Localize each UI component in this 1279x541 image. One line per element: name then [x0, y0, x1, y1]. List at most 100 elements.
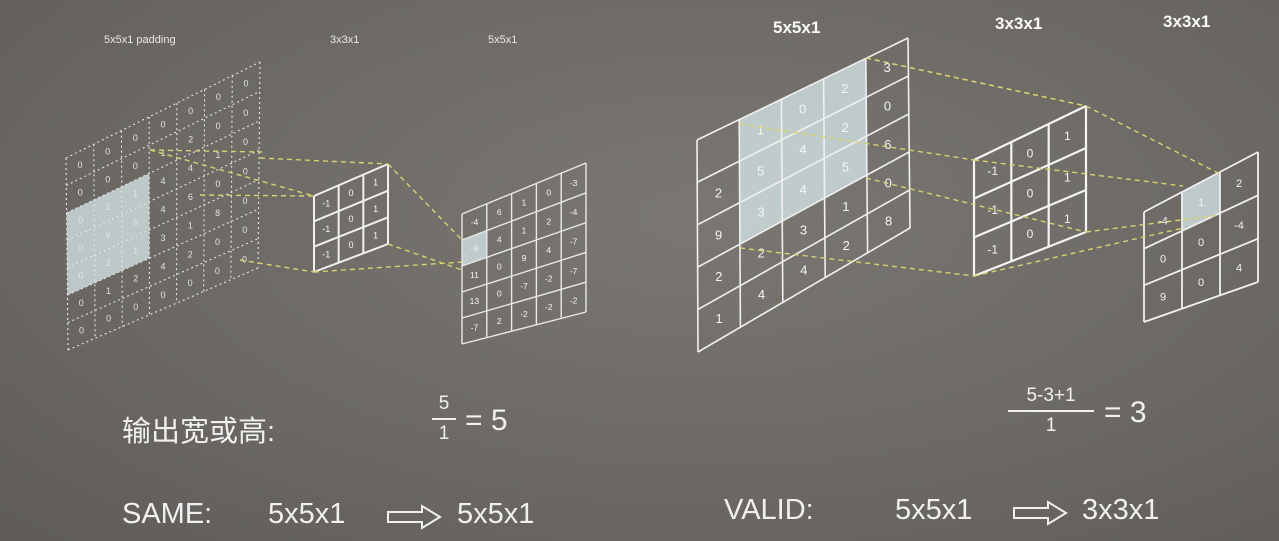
- same-output-cell-value: -4: [570, 207, 578, 217]
- valid-output-cell-value: 2: [1236, 178, 1242, 190]
- same-padded-cell-value: 0: [160, 290, 165, 300]
- same-kernel-grid-line: [313, 189, 389, 223]
- same-padded-cell-value: 0: [78, 188, 83, 198]
- valid-output-cell-value: -4: [1234, 220, 1244, 232]
- same-padded-cell-value: 0: [77, 160, 82, 170]
- same-padded-cell-value: 1: [106, 286, 111, 296]
- same-padded-cell-value: 1: [133, 189, 138, 199]
- same-padded-grid-line: [257, 61, 261, 269]
- valid-output-cell-value: 0: [1160, 254, 1166, 266]
- valid-kernel-cell-value: 1: [1064, 170, 1071, 184]
- valid-input-cell-value: 1: [842, 199, 849, 214]
- same-padded-highlight-cell: [121, 201, 150, 243]
- same-padded-cell-value: 1: [188, 221, 193, 231]
- same-output-cell-value: 11: [470, 270, 479, 280]
- same-padded-grid-line: [203, 89, 206, 292]
- same-output-cell-value: 2: [497, 316, 502, 326]
- same-padded-cell-value: 1: [133, 246, 138, 256]
- connector-dashed-line: [865, 177, 1087, 233]
- same-kernel-cell-value: 0: [348, 240, 353, 250]
- same-kernel-label: 3x3x1: [330, 34, 360, 46]
- valid-input-cell-value: 4: [800, 182, 807, 197]
- connector-dashed-line: [199, 194, 315, 197]
- same-kernel-grid-line: [313, 216, 389, 248]
- same-padded-cell-value: 0: [243, 167, 248, 177]
- valid-output-cell-value: 4: [1236, 262, 1242, 274]
- same-padded-highlight-cell: [94, 242, 123, 283]
- same-kernel-cell-value: -1: [322, 199, 330, 209]
- same-output-cell-value: -4: [471, 217, 479, 227]
- valid-kernel-cell-value: -1: [987, 164, 998, 178]
- same-padded-cell-value: 0: [133, 161, 138, 171]
- valid-kernel-grid-line: [973, 105, 1087, 161]
- fraction-bar: [1008, 410, 1094, 412]
- valid-kernel-label: 3x3x1: [995, 14, 1043, 33]
- same-padded-grid-line: [66, 120, 260, 214]
- same-kernel-cell-value: 0: [348, 188, 353, 198]
- connector-dashed-line: [149, 149, 315, 197]
- valid-input-cell-value: 0: [799, 102, 806, 117]
- valid-input-cell-value: 2: [842, 120, 849, 135]
- valid-input-cell-value: 4: [758, 287, 765, 302]
- valid-input-cell-value: 3: [800, 222, 807, 237]
- connector-dashed-line: [387, 163, 463, 241]
- valid-input-grid-line: [696, 75, 909, 184]
- same-padded-highlight-cell: [121, 173, 150, 215]
- same-padded-cell-value: 2: [105, 202, 110, 212]
- same-output-cell-value: -2: [545, 274, 553, 284]
- valid-output-grid-line: [1143, 237, 1259, 287]
- same-output-cell-value: -7: [570, 266, 578, 276]
- same-padded-cell-value: 0: [133, 302, 138, 312]
- same-padded-cell-value: 0: [106, 314, 111, 324]
- valid-input-grid-line: [697, 227, 911, 353]
- same-padded-cell-value: 0: [78, 270, 83, 280]
- valid-mode-label: VALID:: [724, 494, 814, 526]
- valid-input-cell-value: 1: [715, 311, 722, 326]
- fraction-bar: [432, 418, 456, 420]
- same-mode-label: SAME:: [122, 498, 213, 530]
- valid-kernel-cell-value: -1: [987, 242, 998, 256]
- same-padded-cell-value: 0: [216, 92, 221, 102]
- same-padded-grid-line: [93, 144, 96, 339]
- same-padded-grid-line: [66, 149, 260, 241]
- same-output-grid-line: [461, 192, 587, 241]
- connector-dashed-line: [973, 159, 1184, 187]
- same-kernel-cell-value: 1: [373, 178, 378, 188]
- valid-output-cell-value: 9: [1160, 291, 1166, 303]
- same-padded-grid-line: [66, 179, 260, 269]
- valid-output-cell-value: 1: [1198, 197, 1204, 209]
- same-output-cell-value: -7: [570, 237, 578, 247]
- valid-input-grid-line: [696, 139, 699, 353]
- same-fraction: 5 1: [432, 392, 456, 446]
- valid-input-highlight-cell: [739, 180, 783, 245]
- valid-output-highlight-cell: [1182, 172, 1220, 231]
- same-output-cell-value: -7: [520, 281, 528, 291]
- same-padded-cell-value: 0: [105, 147, 110, 157]
- same-output-label: 5x5x1: [488, 34, 518, 46]
- same-output-grid-line: [461, 162, 587, 215]
- same-padded-cell-value: 0: [215, 237, 220, 247]
- same-padded-cell-value: 0: [243, 108, 248, 118]
- same-output-cell-value: 0: [497, 289, 502, 299]
- valid-fraction-denominator: 1: [1045, 415, 1057, 436]
- valid-from-size: 5x5x1: [895, 494, 973, 526]
- same-output-cell-value: 0: [546, 188, 551, 198]
- valid-input-cell-value: 2: [843, 238, 850, 253]
- valid-output-grid-line: [1143, 194, 1259, 250]
- same-output-cell-value: 4: [546, 245, 551, 255]
- connector-dashed-line: [739, 123, 975, 161]
- same-output-grid-line: [461, 221, 587, 267]
- valid-input-cell-value: 4: [799, 142, 806, 157]
- valid-input-cell-value: 5: [842, 159, 849, 174]
- valid-result: = 3: [1104, 396, 1147, 429]
- valid-input-grid-line: [780, 99, 784, 303]
- same-padded-highlight-cell: [121, 230, 150, 271]
- valid-output-grid-line: [1143, 151, 1259, 213]
- same-padded-label: 5x5x1 padding: [104, 34, 176, 46]
- same-padded-cell-value: 0: [243, 196, 248, 206]
- same-padded-cell-value: 0: [188, 278, 193, 288]
- same-kernel-grid-line: [313, 243, 389, 273]
- same-padded-cell-value: 0: [79, 298, 84, 308]
- valid-input-grid-line: [697, 189, 910, 311]
